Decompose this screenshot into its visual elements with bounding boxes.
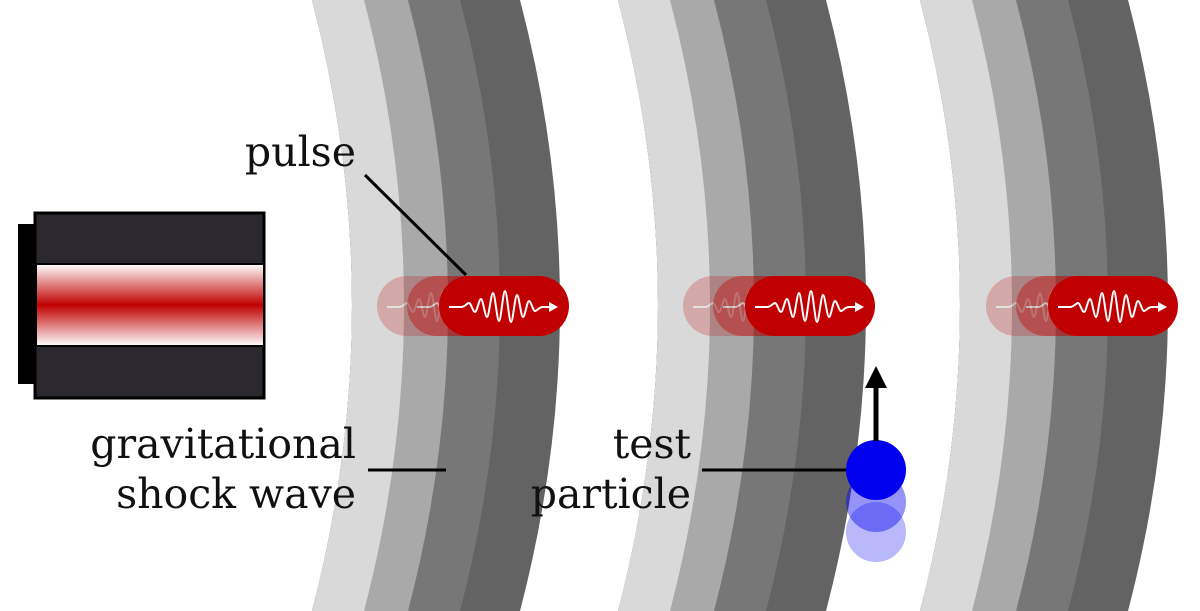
laser-source-icon (18, 211, 266, 400)
test-particle-label-line2: particle (531, 470, 691, 518)
wave-packet-icon (683, 276, 875, 336)
test-particle-icon (846, 440, 906, 562)
shock-wave-label-line2: shock wave (116, 470, 356, 518)
pulse-label: pulse (245, 128, 356, 176)
wave-packet-icon (986, 276, 1178, 336)
test-particle-label-line1: test (613, 420, 692, 468)
wave-packet-icon (377, 276, 569, 336)
velocity-arrow-icon (865, 366, 887, 441)
shock-wave-label-line1: gravitational (90, 420, 356, 468)
pulse-leader-line (363, 173, 468, 277)
